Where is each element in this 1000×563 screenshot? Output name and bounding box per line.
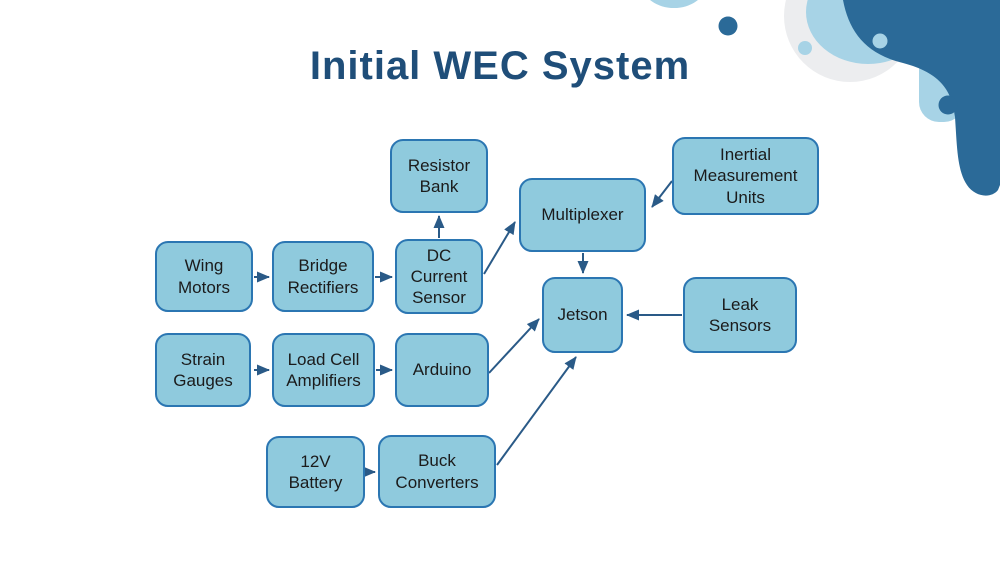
decor-dark-blob <box>843 0 1000 196</box>
node-label: DC Current Sensor <box>410 245 468 308</box>
node-load-cell-amplifiers: Load Cell Amplifiers <box>272 333 375 407</box>
node-arduino: Arduino <box>395 333 489 407</box>
node-label: Buck Converters <box>395 451 479 492</box>
node-label: Bridge Rectifiers <box>287 256 359 297</box>
node-buck-converters: Buck Converters <box>378 435 496 508</box>
edge-arduino-to-jetson <box>488 318 540 374</box>
node-multiplexer: Multiplexer <box>519 178 646 252</box>
node-label: Leak Sensors <box>708 294 772 335</box>
node-label: Resistor Bank <box>407 155 471 196</box>
edge-buck-converters-to-jetson <box>496 356 577 466</box>
decor-light-dot-on-gray <box>798 41 812 55</box>
node-label: Wing Motors <box>178 256 230 297</box>
node-jetson: Jetson <box>542 277 623 353</box>
decor-top-arc-light <box>650 0 698 8</box>
node-12v-battery: 12V Battery <box>266 436 365 508</box>
node-label: Strain Gauges <box>173 349 233 390</box>
node-resistor-bank: Resistor Bank <box>390 139 488 213</box>
slide-title: Initial WEC System <box>309 44 691 88</box>
node-label: Inertial Measurement Units <box>693 145 798 207</box>
node-label: Load Cell Amplifiers <box>286 349 361 390</box>
node-label: Multiplexer <box>541 205 624 225</box>
edge-dc-current-sensor-to-multiplexer <box>483 221 516 275</box>
node-label: Jetson <box>557 305 608 325</box>
node-leak-sensors: Leak Sensors <box>683 277 797 353</box>
edge-inertial-measurement-units-to-multiplexer <box>651 180 673 208</box>
node-wing-motors: Wing Motors <box>155 241 253 312</box>
decor-dark-dot-right <box>938 95 958 115</box>
node-bridge-rectifiers: Bridge Rectifiers <box>272 241 374 312</box>
node-strain-gauges: Strain Gauges <box>155 333 251 407</box>
decor-dark-dot-left <box>718 16 738 36</box>
node-inertial-measurement-units: Inertial Measurement Units <box>672 137 819 215</box>
node-dc-current-sensor: DC Current Sensor <box>395 239 483 314</box>
decor-light-dot-on-dark <box>872 33 888 49</box>
node-label: Arduino <box>412 360 472 380</box>
node-label: 12V Battery <box>288 451 343 492</box>
